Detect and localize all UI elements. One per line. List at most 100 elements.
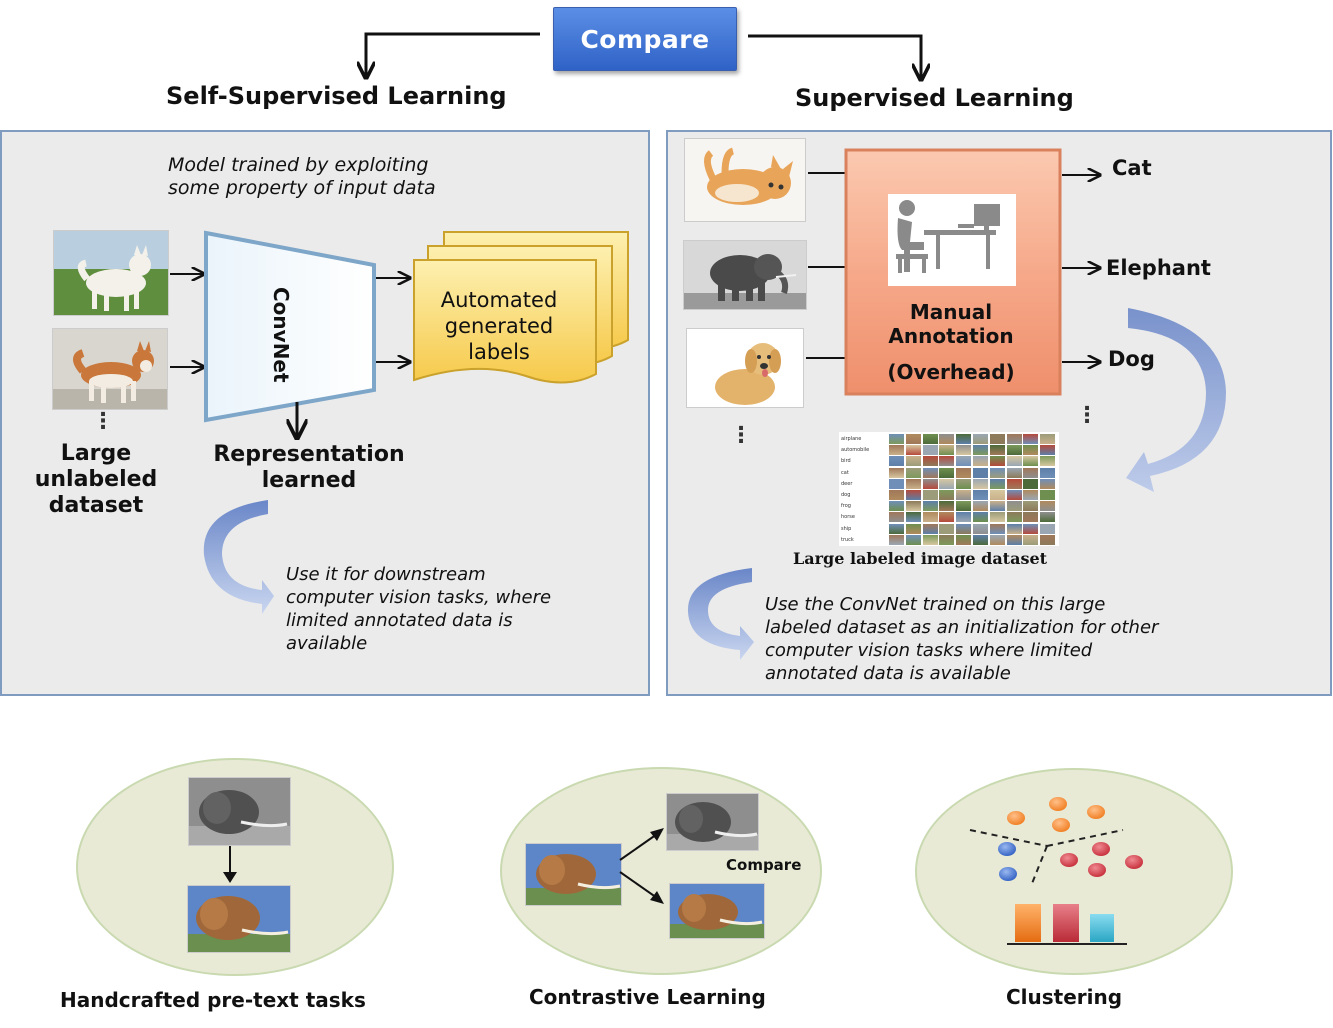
- clustering-graphic: [969, 797, 1143, 945]
- grid-thumbnail: [989, 434, 1005, 444]
- sl-usage-line-1: Use the ConvNet trained on this large: [765, 594, 1106, 615]
- grid-thumbnail: [973, 445, 988, 456]
- grid-thumbnail: [889, 478, 904, 489]
- ssl-curved-arrow: [203, 500, 274, 614]
- grid-thumbnail: [1023, 501, 1039, 512]
- grid-thumbnail: [905, 434, 921, 444]
- grid-thumbnail: [956, 523, 972, 534]
- grid-thumbnail: [939, 456, 955, 467]
- ssl-description-line-2: some property of input data: [168, 177, 436, 199]
- grid-thumbnail: [1023, 512, 1039, 523]
- grid-thumbnail: [989, 467, 1005, 478]
- unlabeled-dataset-line-2: unlabeled: [34, 467, 158, 492]
- cluster-bar-red: [1053, 904, 1079, 942]
- labeled-dataset-caption: Large labeled image dataset: [793, 549, 1048, 568]
- auto-labels-line-2: generated: [444, 314, 554, 338]
- grid-thumbnail: [939, 445, 955, 456]
- connector-right: [748, 34, 921, 78]
- grid-thumbnail: [889, 467, 904, 478]
- grid-thumbnail: [1040, 501, 1056, 512]
- grid-thumbnail: [1040, 523, 1056, 534]
- grid-thumbnail: [973, 501, 988, 512]
- representation-line-2: learned: [261, 468, 357, 493]
- grid-thumbnail: [956, 445, 972, 456]
- grid-thumbnail: [922, 467, 938, 478]
- grid-thumbnail: [973, 534, 988, 545]
- grid-thumbnail: [973, 523, 988, 534]
- ssl-usage-line-2: computer vision tasks, where: [286, 587, 552, 608]
- grid-thumbnail: [922, 456, 938, 467]
- grid-thumbnail: [1023, 478, 1039, 489]
- sl-usage-text: Use the ConvNet trained on this large la…: [765, 593, 1158, 685]
- grid-thumbnail: [1023, 534, 1039, 545]
- cluster-point-red: [1125, 855, 1143, 869]
- ssl-usage-line-3: limited annotated data is: [286, 610, 513, 631]
- cluster-point-red: [1088, 863, 1106, 877]
- grid-thumbnail: [1006, 490, 1022, 500]
- contrastive-color-elephant: [669, 883, 765, 939]
- grid-class-name: truck: [841, 536, 854, 543]
- grid-thumbnail: [1006, 467, 1022, 478]
- handcrafted-color-elephant: [187, 885, 291, 953]
- grid-thumbnail: [956, 501, 972, 512]
- cluster-point-blue: [998, 842, 1016, 856]
- cluster-separator-left: [969, 829, 1048, 847]
- grid-class-name: airplane: [841, 436, 862, 442]
- grid-thumbnail: [905, 501, 921, 512]
- grid-thumbnail: [939, 501, 955, 512]
- sl-curved-arrow: [1126, 308, 1226, 492]
- grid-thumbnail: [1006, 478, 1022, 489]
- grid-thumbnail: [905, 456, 921, 467]
- grid-thumbnail: [1006, 523, 1022, 534]
- grid-thumbnail: [922, 478, 938, 489]
- grid-thumbnail: [922, 445, 938, 456]
- unlabeled-dataset-label: Large unlabeled dataset: [20, 441, 172, 519]
- grid-thumbnail: [922, 434, 938, 444]
- contrastive-arrows: [619, 828, 664, 904]
- cluster-point-blue: [999, 867, 1017, 881]
- grid-thumbnail: [989, 445, 1005, 456]
- ssl-description-line-1: Model trained by exploiting: [168, 154, 429, 176]
- grid-thumbnail: [973, 434, 988, 444]
- grid-thumbnail: [905, 512, 921, 523]
- grid-thumbnail: [973, 478, 988, 489]
- annotator-icon: [896, 200, 1000, 273]
- elephant-photo: [683, 240, 807, 310]
- grid-cells: [889, 434, 1057, 546]
- grid-class-name: frog: [841, 503, 851, 510]
- grid-thumbnail: [1006, 534, 1022, 545]
- grid-thumbnail: [989, 523, 1005, 534]
- grid-thumbnail: [973, 456, 988, 467]
- grid-thumbnail: [1040, 512, 1056, 523]
- grid-thumbnail: [905, 523, 921, 534]
- grid-thumbnail: [939, 478, 955, 489]
- cluster-point-orange: [1007, 811, 1025, 825]
- handcrafted-gray-elephant: [188, 777, 291, 846]
- contrastive-label: Contrastive Learning: [529, 985, 766, 1009]
- grid-thumbnail: [939, 467, 955, 478]
- auto-labels-line-3: labels: [468, 340, 530, 364]
- grid-thumbnail: [1023, 434, 1039, 444]
- auto-labels-text: Automated generated labels: [416, 287, 582, 365]
- grid-thumbnail: [1006, 512, 1022, 523]
- grid-thumbnail: [973, 467, 988, 478]
- grid-thumbnail: [889, 434, 904, 444]
- grid-thumbnail: [1023, 467, 1039, 478]
- cluster-point-red: [1092, 842, 1110, 856]
- cluster-point-orange: [1052, 818, 1070, 832]
- sl-usage-line-3: computer vision tasks where limited: [765, 640, 1093, 661]
- handcrafted-label: Handcrafted pre-text tasks: [60, 988, 366, 1012]
- grid-thumbnail: [956, 490, 972, 500]
- cluster-point-orange: [1049, 797, 1067, 811]
- ssl-usage-line-4: available: [286, 633, 368, 654]
- grid-thumbnail: [1006, 501, 1022, 512]
- annotation-line-3: (Overhead): [887, 360, 1015, 384]
- grid-thumbnail: [905, 534, 921, 545]
- grid-class-name: cat: [841, 469, 849, 476]
- cluster-point-orange: [1087, 805, 1105, 819]
- grid-thumbnail: [989, 534, 1005, 545]
- grid-thumbnail: [889, 523, 904, 534]
- contrastive-gray-elephant: [666, 793, 759, 851]
- grid-thumbnail: [956, 467, 972, 478]
